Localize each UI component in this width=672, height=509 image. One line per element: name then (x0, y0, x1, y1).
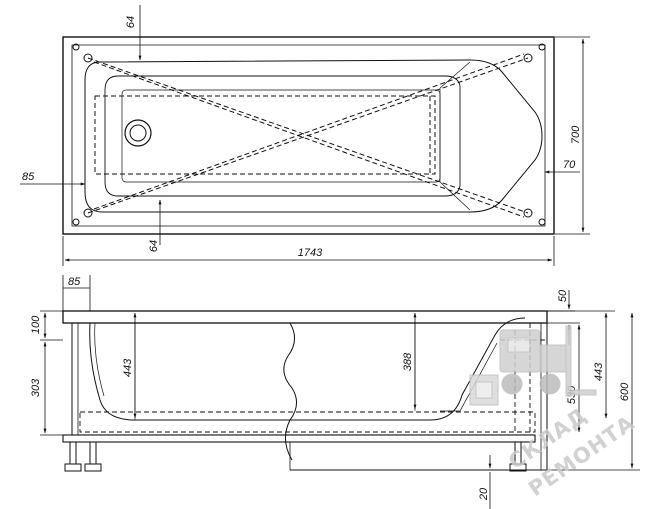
tub-profile-left (89, 322, 290, 421)
dim-total-height: 600 (619, 382, 631, 401)
backrest-slope (439, 61, 471, 211)
side-rim (62, 310, 548, 324)
support-frame (87, 53, 529, 218)
dim-body-height: 303 (30, 378, 42, 397)
side-view (40, 275, 640, 509)
side-dimensions (40, 275, 640, 509)
dim-width: 700 (570, 125, 582, 144)
dim-bottom-inset: 64 (148, 240, 160, 252)
top-dimensions (20, 5, 590, 266)
basin-floor (104, 75, 461, 197)
dim-floor-clearance: 20 (478, 487, 490, 501)
dim-depth-right: 443 (593, 362, 605, 381)
basin-inner-floor (121, 89, 441, 183)
dim-top-inset: 64 (125, 16, 137, 28)
dim-depth-mid: 388 (402, 352, 414, 371)
adjustable-feet (64, 441, 527, 472)
watermark: СКЛАД РЕМОНТА (469, 325, 639, 501)
forklift-icon (469, 325, 597, 406)
tub-outer-rim (62, 36, 555, 235)
dim-rim-height: 100 (30, 315, 42, 334)
dim-right-inset: 70 (563, 159, 576, 171)
dim-rim-width: 85 (68, 276, 81, 288)
tub-inner-rim (71, 44, 546, 227)
dim-depth-left: 443 (122, 358, 134, 377)
drain-inner (129, 124, 147, 142)
base-rail (62, 434, 536, 443)
top-view (20, 5, 590, 266)
frame-legs (72, 43, 546, 226)
dim-left-inset: 85 (22, 171, 35, 183)
top-dimension-labels: 64 64 85 70 700 1743 (22, 16, 582, 259)
dim-length: 1743 (298, 247, 323, 259)
dim-top-offset: 50 (557, 289, 569, 302)
tub-profile-right (290, 317, 526, 421)
tub-basin (84, 59, 543, 213)
drain-icon (124, 119, 152, 147)
break-line (283, 322, 297, 461)
